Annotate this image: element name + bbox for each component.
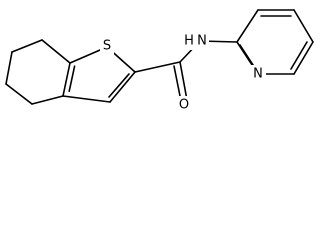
amide-hydrogen-label: H	[184, 34, 194, 49]
bond-c3-c3a	[62, 95, 111, 103]
sulfur-label: S	[103, 39, 111, 54]
bond-pn-pc2-inner	[239, 44, 256, 69]
bond-c3a-c7a-inner	[68, 65, 76, 92]
bond-carbonyl-o-1	[179, 61, 188, 101]
bond-c2-c3-outer	[109, 71, 136, 103]
amide-nitrogen-label: N	[197, 34, 207, 49]
bond-c6-c5	[5, 51, 13, 85]
carbonyl-oxygen-label: O	[179, 98, 189, 113]
chemical-structure-diagram: S H N O N	[5, 9, 314, 113]
thiophene-ring	[62, 46, 136, 103]
atom-amide-nh: H N	[183, 32, 209, 50]
bond-c7a-c7	[41, 39, 71, 64]
bond-c7-c6	[11, 39, 43, 53]
pyridine-nitrogen-label: N	[253, 67, 263, 82]
bond-pc5-pc6-outer	[293, 41, 314, 75]
pyridine-ring	[236, 9, 314, 75]
atom-sulfur: S	[100, 38, 114, 55]
atom-pyridine-nitrogen: N	[250, 65, 266, 82]
bond-pc2-pc3	[236, 9, 259, 43]
atom-carbonyl-oxygen: O	[177, 96, 192, 113]
bond-c4-c3a	[31, 95, 64, 105]
bond-c2-c3-inner	[108, 73, 130, 98]
bond-c2-carbonyl	[134, 61, 181, 73]
bond-carbonyl-o-2	[173, 65, 182, 102]
bond-c3a-c7a-outer	[62, 62, 71, 97]
amide-group	[134, 40, 238, 102]
bond-c5-c4	[5, 83, 33, 105]
bond-pc4-pc5	[293, 9, 314, 43]
bond-pc5-pc6-inner	[290, 41, 308, 70]
cyclohexane-ring	[5, 39, 71, 105]
